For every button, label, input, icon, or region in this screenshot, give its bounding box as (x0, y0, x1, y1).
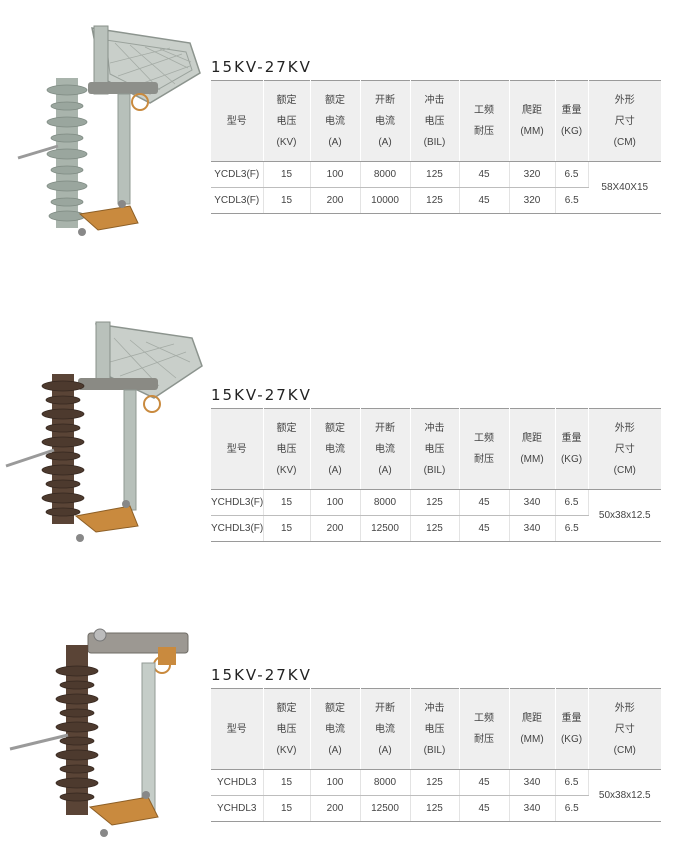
spec-table: 型号 额定电压(KV) 额定电流(A) 开断电流(A) 冲击电压(BIL) 工频… (211, 80, 661, 214)
cell-dimension: 50x38x12.5 (588, 769, 661, 822)
cell-power-freq: 45 (459, 515, 510, 542)
header-weight: 重量(KG) (555, 408, 589, 490)
cell-weight: 6.5 (555, 795, 588, 822)
cell-dimension: 58X40X15 (588, 161, 661, 214)
table-row: YCHDL3(F) 15 100 8000 125 45 340 6.5 50x… (211, 489, 661, 542)
spec-table: 型号 额定电压(KV) 额定电流(A) 开断电流(A) 冲击电压(BIL) 工频… (211, 408, 661, 542)
header-breaking-current: 开断电流(A) (360, 408, 411, 490)
header-creepage: 爬距(MM) (509, 408, 556, 490)
header-rated-current: 额定电流(A) (310, 688, 361, 770)
cell-power-freq: 45 (459, 187, 510, 214)
cell-current: 100 (310, 161, 361, 188)
spec-title: 15KV-27KV (211, 666, 312, 684)
cell-current: 200 (310, 187, 361, 214)
cell-voltage: 15 (263, 769, 311, 796)
table-row: YCHDL3 15 200 12500 125 45 340 6.5 (211, 795, 661, 822)
cell-power-freq: 45 (459, 489, 510, 516)
header-dimension: 外形尺寸(CM) (588, 80, 661, 162)
cell-voltage: 15 (263, 515, 311, 542)
cell-model: YCDL3(F) (211, 187, 264, 214)
header-creepage: 爬距(MM) (509, 80, 556, 162)
cell-impulse: 125 (410, 161, 460, 188)
header-model: 型号 (211, 80, 264, 162)
cell-voltage: 15 (263, 489, 311, 516)
cell-model: YCHDL3(F) (211, 489, 264, 516)
cell-voltage: 15 (263, 795, 311, 822)
header-impulse-voltage: 冲击电压(BIL) (410, 80, 460, 162)
spec-title: 15KV-27KV (211, 386, 312, 404)
cell-model: YCHDL3 (211, 769, 264, 796)
header-rated-voltage: 额定电压(KV) (263, 408, 311, 490)
header-power-freq: 工频耐压 (459, 408, 510, 490)
header-impulse-voltage: 冲击电压(BIL) (410, 688, 460, 770)
cell-creepage: 340 (509, 489, 556, 516)
cell-impulse: 125 (410, 187, 460, 214)
cell-model: YCHDL3(F) (211, 515, 264, 542)
cell-voltage: 15 (263, 161, 311, 188)
cell-power-freq: 45 (459, 795, 510, 822)
cell-impulse: 125 (410, 795, 460, 822)
cell-power-freq: 45 (459, 161, 510, 188)
header-weight: 重量(KG) (555, 688, 589, 770)
header-impulse-voltage: 冲击电压(BIL) (410, 408, 460, 490)
header-rated-voltage: 额定电压(KV) (263, 688, 311, 770)
cell-creepage: 320 (509, 161, 556, 188)
table-row: YCDL3(F) 15 100 8000 125 45 320 6.5 58X4… (211, 161, 661, 214)
cell-power-freq: 45 (459, 769, 510, 796)
header-model: 型号 (211, 408, 264, 490)
table-header-row: 型号 额定电压(KV) 额定电流(A) 开断电流(A) 冲击电压(BIL) 工频… (211, 80, 661, 162)
cell-creepage: 340 (509, 795, 556, 822)
header-model: 型号 (211, 688, 264, 770)
table-row: YCHDL3 15 100 8000 125 45 340 6.5 50x38x… (211, 769, 661, 822)
cell-breaking: 8000 (360, 161, 411, 188)
cell-breaking: 10000 (360, 187, 411, 214)
cell-impulse: 125 (410, 769, 460, 796)
cell-creepage: 340 (509, 515, 556, 542)
cell-model: YCDL3(F) (211, 161, 264, 188)
cell-current: 100 (310, 489, 361, 516)
cell-creepage: 340 (509, 769, 556, 796)
cell-current: 200 (310, 795, 361, 822)
header-power-freq: 工频耐压 (459, 80, 510, 162)
fuse-cutout-brown-compact-photo (9, 628, 189, 837)
cell-current: 100 (310, 769, 361, 796)
cell-weight: 6.5 (555, 187, 588, 214)
header-rated-current: 额定电流(A) (310, 80, 361, 162)
header-dimension: 外形尺寸(CM) (588, 408, 661, 490)
cell-breaking: 8000 (360, 769, 411, 796)
cell-dimension: 50x38x12.5 (588, 489, 661, 542)
table-header-row: 型号 额定电压(KV) 额定电流(A) 开断电流(A) 冲击电压(BIL) 工频… (211, 688, 661, 770)
cell-breaking: 12500 (360, 515, 411, 542)
cell-impulse: 125 (410, 515, 460, 542)
cell-creepage: 320 (509, 187, 556, 214)
header-weight: 重量(KG) (555, 80, 589, 162)
header-rated-current: 额定电流(A) (310, 408, 361, 490)
spec-table: 型号 额定电压(KV) 额定电流(A) 开断电流(A) 冲击电压(BIL) 工频… (211, 688, 661, 822)
table-row: YCHDL3(F) 15 200 12500 125 45 340 6.5 (211, 515, 661, 542)
header-rated-voltage: 额定电压(KV) (263, 80, 311, 162)
header-creepage: 爬距(MM) (509, 688, 556, 770)
fuse-cutout-brown-photo (5, 321, 203, 542)
header-dimension: 外形尺寸(CM) (588, 688, 661, 770)
fuse-cutout-grey-photo (17, 25, 201, 236)
spec-title: 15KV-27KV (211, 58, 312, 76)
cell-breaking: 8000 (360, 489, 411, 516)
header-breaking-current: 开断电流(A) (360, 80, 411, 162)
cell-breaking: 12500 (360, 795, 411, 822)
cell-impulse: 125 (410, 489, 460, 516)
cell-weight: 6.5 (555, 769, 589, 796)
header-breaking-current: 开断电流(A) (360, 688, 411, 770)
cell-model: YCHDL3 (211, 795, 264, 822)
header-power-freq: 工频耐压 (459, 688, 510, 770)
cell-weight: 6.5 (555, 515, 588, 542)
table-row: YCDL3(F) 15 200 10000 125 45 320 6.5 (211, 187, 661, 214)
cell-current: 200 (310, 515, 361, 542)
cell-weight: 6.5 (555, 161, 589, 188)
cell-voltage: 15 (263, 187, 311, 214)
table-header-row: 型号 额定电压(KV) 额定电流(A) 开断电流(A) 冲击电压(BIL) 工频… (211, 408, 661, 490)
cell-weight: 6.5 (555, 489, 589, 516)
